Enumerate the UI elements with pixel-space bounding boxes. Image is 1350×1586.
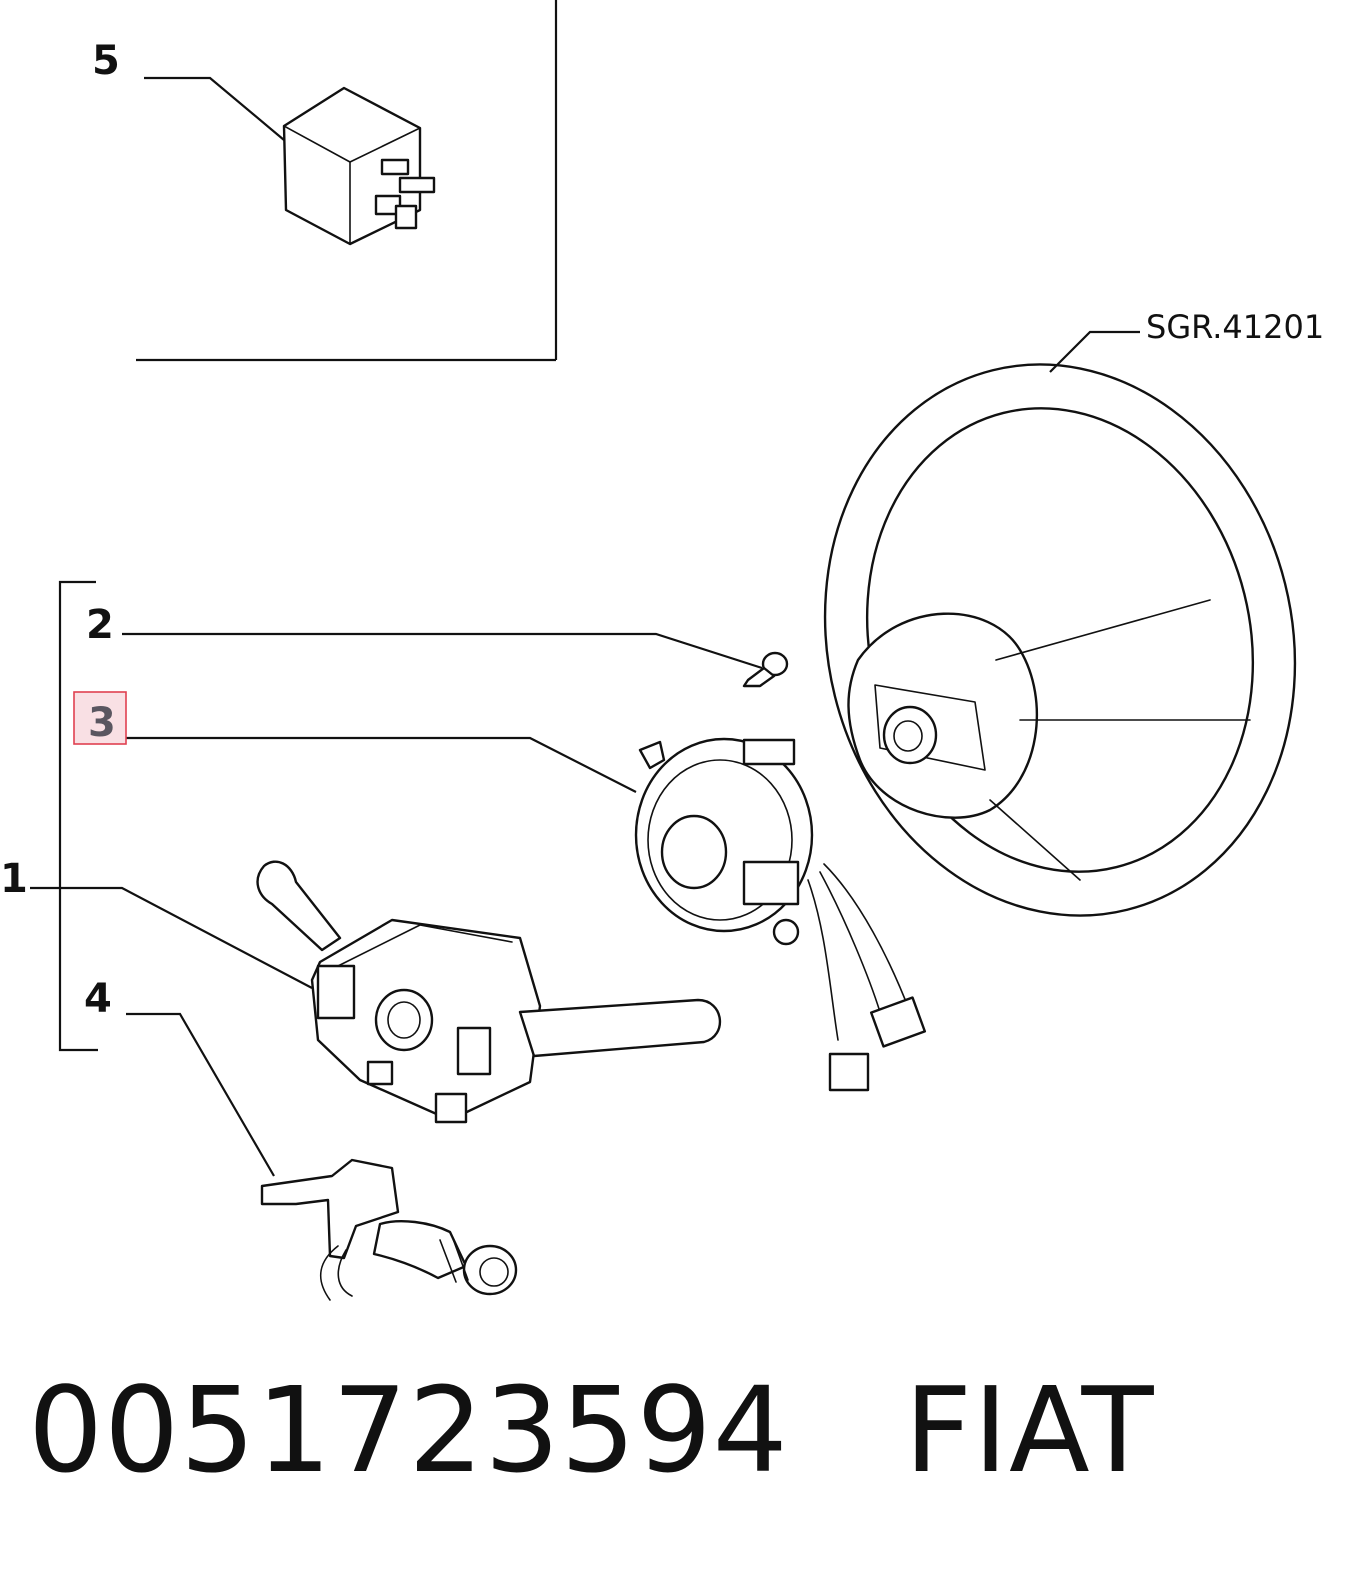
callout-5[interactable]: 5 [92,38,120,84]
leader-2 [122,632,763,670]
group-bracket [58,580,98,1052]
leader-1 [30,886,313,989]
callout-3[interactable]: 3 [88,700,116,746]
relay-inset-frame [136,0,558,362]
leader-ref [1049,330,1140,373]
screw-part[interactable] [742,651,789,688]
callout-4[interactable]: 4 [84,976,112,1022]
wiper-switch-part[interactable] [260,1158,518,1301]
brand: FIAT [904,1361,1155,1499]
reference-label: SGR.41201 [1146,308,1324,346]
callout-2[interactable]: 2 [86,602,114,648]
part-number: 0051723594 [28,1361,789,1499]
callout-1[interactable]: 1 [0,856,28,902]
relay-part[interactable] [282,86,436,246]
callout-3-highlight [73,691,127,745]
clock-spring-part[interactable] [634,737,927,1092]
leader-4 [126,1012,275,1177]
combination-switch-part[interactable] [256,860,721,1124]
leader-5 [144,76,285,141]
steering-wheel [823,363,1297,917]
leader-lines [30,76,1140,1177]
leader-3 [124,736,637,793]
part-number-line: 0051723594 FIAT [28,1365,1155,1496]
